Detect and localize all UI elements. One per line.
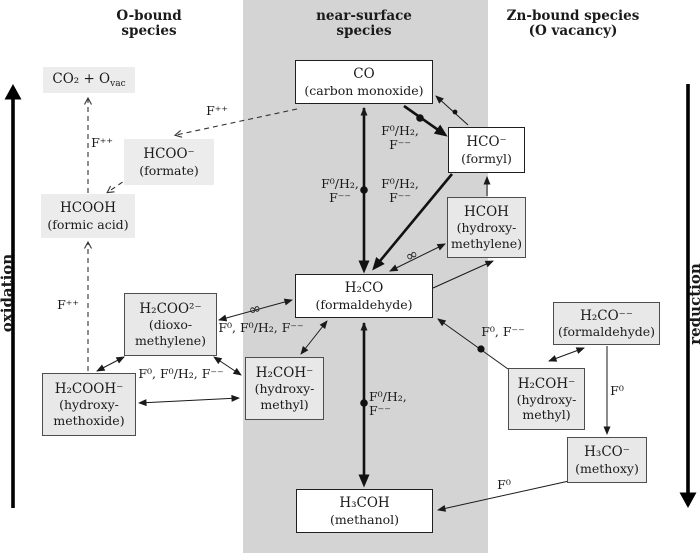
species-hydroxymethyl-surface: H₂COH⁻ (hydroxy- methyl) bbox=[245, 357, 324, 420]
edge-label-f0h2-fmm: F⁰/H₂, F⁻⁻ bbox=[381, 176, 419, 205]
edge-label-f0h2-fmm: F⁰/H₂, F⁻⁻ bbox=[369, 389, 407, 418]
species-carbon-monoxide: CO (carbon monoxide) bbox=[295, 60, 433, 104]
edge-znhydroxymethyl-znformaldehyde bbox=[548, 347, 585, 362]
edge-label-f-plusplus: F⁺⁺ bbox=[206, 103, 228, 118]
edge-label-f0h2-fmm: F⁰/H₂, F⁻⁻ bbox=[381, 123, 419, 152]
species-hydroxymethyl-zn: H₂COH⁻ (hydroxy- methyl) bbox=[508, 368, 585, 430]
species-co2-ovac: CO₂ + Ovac bbox=[43, 67, 135, 93]
edge-label-f0: F⁰ bbox=[610, 383, 624, 398]
species-formaldehyde-zn: H₂CO⁻⁻ (formaldehyde) bbox=[553, 302, 660, 345]
species-methoxy: H₃CO⁻ (methoxy) bbox=[567, 437, 647, 483]
edge-label-f-plusplus: F⁺⁺ bbox=[91, 135, 113, 150]
edge-label-f0: F⁰ bbox=[497, 477, 511, 492]
edge-label-f0-f0h2-fmm: F⁰, F⁰/H₂, F⁻⁻ bbox=[218, 320, 304, 335]
edge-methoxide-dioxo bbox=[96, 356, 125, 372]
edge-label-f-plusplus: F⁺⁺ bbox=[57, 297, 79, 312]
species-hydroxymethylene: HCOH (hydroxy- methylene) bbox=[447, 197, 526, 258]
species-formaldehyde: H₂CO (formaldehyde) bbox=[295, 274, 433, 318]
reduction-axis-label: reduction bbox=[686, 263, 700, 345]
species-formate: HCOO⁻ (formate) bbox=[124, 139, 214, 185]
species-dioxomethylene: H₂COO²⁻ (dioxo- methylene) bbox=[124, 293, 217, 356]
edge-methoxide-hydroxymethyl bbox=[138, 394, 240, 407]
oxidation-axis-label: oxidation bbox=[0, 253, 16, 333]
column-header-zn-bound: Zn-bound species (O vacancy) bbox=[506, 8, 640, 39]
edge-label-f0h2-fmm: F⁰/H₂, F⁻⁻ bbox=[321, 176, 359, 205]
species-methanol: H₃COH (methanol) bbox=[296, 489, 433, 533]
species-formyl: HCO⁻ (formyl) bbox=[448, 127, 525, 173]
subscript-vac: vac bbox=[110, 78, 126, 89]
edge-label-f0-fmm: F⁰, F⁻⁻ bbox=[481, 324, 525, 339]
edge-label-f0-f0h2-fmm: F⁰, F⁰/H₂, F⁻⁻ bbox=[138, 366, 224, 381]
column-header-o-bound: O-bound species bbox=[116, 8, 182, 39]
species-hydroxymethoxide: H₂COOH⁻ (hydroxy- methoxide) bbox=[42, 373, 136, 436]
column-header-near-surface: near-surface species bbox=[316, 8, 412, 39]
species-formic-acid: HCOOH (formic acid) bbox=[41, 194, 135, 238]
